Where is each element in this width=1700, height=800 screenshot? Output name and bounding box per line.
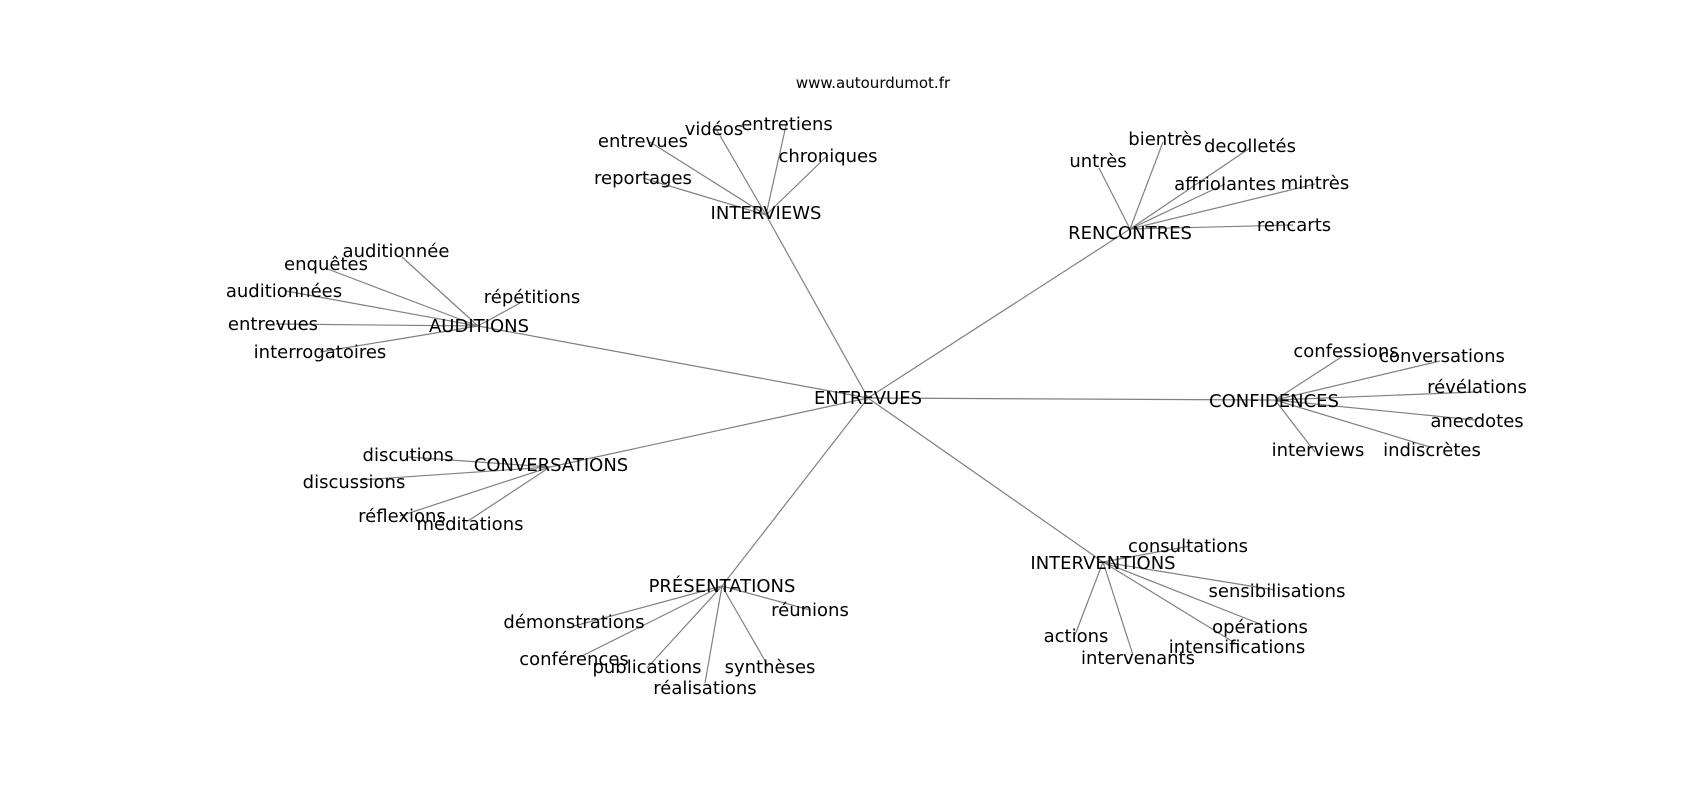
leaf-node-label: chroniques bbox=[778, 146, 877, 167]
leaf-node-label: opérations bbox=[1212, 617, 1308, 638]
edge-group-to-leaf bbox=[319, 325, 479, 353]
group-node-label: RENCONTRES bbox=[1068, 223, 1192, 244]
leaf-node-label: vidéos bbox=[685, 119, 744, 140]
edge-group-to-leaf bbox=[285, 290, 479, 327]
edge-group-to-leaf bbox=[646, 585, 723, 669]
edge-group-to-leaf bbox=[359, 466, 551, 481]
leaf-node-label: consultations bbox=[1128, 536, 1248, 557]
edge-group-to-leaf bbox=[1129, 141, 1164, 230]
leaf-node-label: reportages bbox=[594, 168, 692, 189]
leaf-node-label: discussions bbox=[303, 472, 406, 493]
edge-group-to-leaf bbox=[1274, 399, 1431, 448]
labels-layer: www.autourdumot.fr ENTREVUES INTERVIEWS e… bbox=[226, 74, 1527, 699]
edge-group-to-leaf bbox=[1102, 561, 1236, 644]
edge-group-to-leaf bbox=[1129, 183, 1226, 230]
leaf-node-label: entretiens bbox=[741, 114, 833, 135]
edge-center-to-group bbox=[867, 397, 1276, 401]
leaf-node-label: conversations bbox=[1379, 346, 1505, 367]
edge-group-to-leaf bbox=[275, 323, 479, 327]
edge-center-to-group bbox=[867, 228, 1131, 399]
edge-group-to-leaf bbox=[1129, 224, 1294, 230]
edge-center-to-group bbox=[867, 397, 1104, 563]
leaf-node-label: actions bbox=[1044, 626, 1109, 647]
edge-group-to-leaf bbox=[1274, 391, 1476, 401]
leaf-node-label: répétitions bbox=[484, 287, 581, 308]
leaf-node-label: interviews bbox=[1272, 440, 1365, 461]
site-url-label: www.autourdumot.fr bbox=[796, 74, 951, 92]
edge-group-to-leaf bbox=[714, 126, 767, 216]
edge-group-to-leaf bbox=[1098, 167, 1131, 230]
edge-center-to-group bbox=[765, 214, 869, 399]
edge-group-to-leaf bbox=[399, 466, 551, 517]
edge-center-to-group bbox=[721, 397, 869, 587]
edge-group-to-leaf bbox=[1102, 561, 1134, 656]
group-node-label: PRÉSENTATIONS bbox=[649, 575, 796, 597]
edge-group-to-leaf bbox=[721, 585, 811, 611]
leaf-node-label: affriolantes bbox=[1174, 174, 1276, 195]
edge-group-to-leaf bbox=[1129, 183, 1316, 230]
group-node-label: INTERVIEWS bbox=[711, 203, 822, 224]
leaf-node-label: untrès bbox=[1069, 151, 1126, 172]
edge-center-to-group bbox=[477, 325, 869, 399]
edge-group-to-leaf bbox=[765, 120, 788, 216]
leaf-node-label: conférences bbox=[519, 649, 629, 670]
edge-group-to-leaf bbox=[324, 267, 479, 327]
edge-group-to-leaf bbox=[1129, 147, 1251, 230]
edge-group-to-leaf bbox=[649, 141, 767, 216]
edge-group-to-leaf bbox=[573, 585, 723, 627]
edge-group-to-leaf bbox=[477, 302, 521, 327]
edge-group-to-leaf bbox=[1102, 561, 1276, 591]
edge-group-to-leaf bbox=[401, 256, 479, 327]
leaf-node-label: révélations bbox=[1427, 377, 1527, 398]
leaf-node-label: rencarts bbox=[1257, 215, 1331, 236]
leaf-node-label: entrevues bbox=[228, 314, 318, 335]
leaf-node-label: auditionnées bbox=[226, 281, 342, 302]
leaf-node-label: réunions bbox=[771, 600, 849, 621]
center-node-label: ENTREVUES bbox=[814, 388, 922, 409]
edge-group-to-leaf bbox=[1274, 399, 1316, 453]
edge-group-to-leaf bbox=[1102, 561, 1261, 625]
leaf-node-label: sensibilisations bbox=[1209, 581, 1346, 602]
group-node-label: CONFIDENCES bbox=[1209, 391, 1339, 412]
edge-group-to-leaf bbox=[579, 585, 723, 658]
leaf-node-label: réflexions bbox=[358, 506, 446, 527]
edge-group-to-leaf bbox=[1074, 561, 1104, 636]
leaf-node-label: interrogatoires bbox=[254, 342, 387, 363]
group-node-label: INTERVENTIONS bbox=[1030, 553, 1175, 574]
leaf-node-label: confessions bbox=[1293, 341, 1398, 362]
edge-group-to-leaf bbox=[642, 177, 767, 216]
edge-group-to-leaf bbox=[1274, 360, 1441, 401]
leaf-node-label: méditations bbox=[417, 514, 524, 535]
leaf-node-label: démonstrations bbox=[503, 612, 644, 633]
edges-layer bbox=[275, 120, 1476, 684]
edge-group-to-leaf bbox=[467, 466, 551, 522]
leaf-node-label: intensifications bbox=[1169, 637, 1305, 658]
leaf-node-label: intervenants bbox=[1081, 648, 1195, 669]
leaf-node-label: synthèses bbox=[725, 657, 816, 678]
edge-group-to-leaf bbox=[1274, 399, 1476, 421]
leaf-node-label: enquêtes bbox=[284, 254, 368, 275]
leaf-node-label: bientrès bbox=[1128, 129, 1201, 150]
leaf-node-label: decolletés bbox=[1204, 136, 1296, 157]
edge-group-to-leaf bbox=[1102, 545, 1191, 563]
group-node-label: AUDITIONS bbox=[429, 316, 529, 337]
leaf-node-label: mintrès bbox=[1281, 173, 1349, 194]
leaf-node-label: entrevues bbox=[598, 131, 688, 152]
leaf-node-label: anecdotes bbox=[1430, 411, 1523, 432]
edge-group-to-leaf bbox=[704, 585, 723, 684]
leaf-node-label: indiscrètes bbox=[1383, 440, 1481, 461]
group-node-label: CONVERSATIONS bbox=[474, 455, 628, 476]
leaf-node-label: auditionnée bbox=[343, 241, 450, 262]
edge-group-to-leaf bbox=[721, 585, 769, 667]
leaf-node-label: discutions bbox=[363, 445, 454, 466]
edge-center-to-group bbox=[549, 397, 869, 468]
edge-group-to-leaf bbox=[765, 154, 829, 216]
leaf-node-label: publications bbox=[592, 657, 701, 678]
edge-group-to-leaf bbox=[407, 456, 551, 468]
edge-group-to-leaf bbox=[1274, 355, 1344, 401]
leaf-node-label: réalisations bbox=[653, 678, 756, 699]
